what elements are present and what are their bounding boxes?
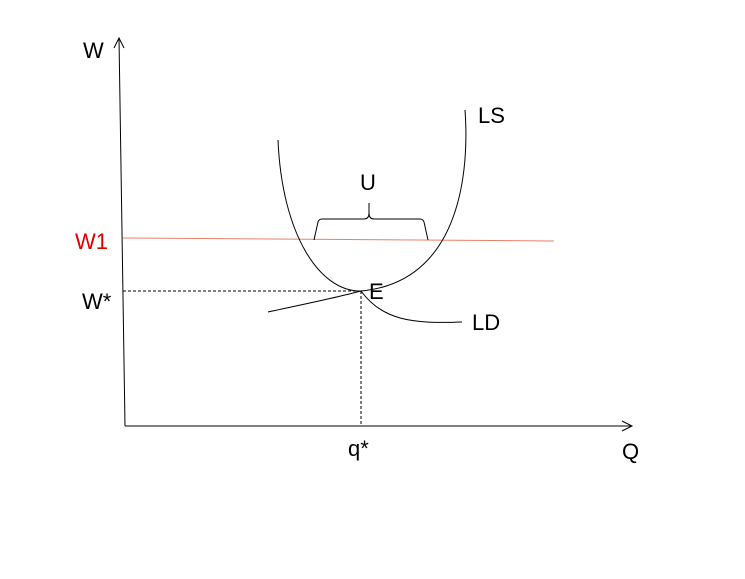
labor-demand-curve xyxy=(267,290,463,323)
x-axis-arrowhead xyxy=(621,420,634,432)
equilibrium-label: E xyxy=(369,279,384,304)
supply-curve-label: LS xyxy=(478,103,505,128)
wage-floor-label: W1 xyxy=(75,229,108,254)
y-axis-arrowhead xyxy=(113,36,125,49)
demand-curve-label: LD xyxy=(472,310,500,335)
equilibrium-wage-label: W* xyxy=(82,289,112,314)
x-axis-label: Q xyxy=(622,439,639,464)
axes xyxy=(113,36,634,432)
y-axis-label: W xyxy=(83,38,104,63)
equilibrium-guides xyxy=(123,290,362,426)
wage-floor-line xyxy=(122,237,555,242)
labor-supply-curve xyxy=(277,109,467,292)
unemployment-label: U xyxy=(360,170,376,195)
unemployment-brace xyxy=(313,203,429,241)
y-axis xyxy=(118,37,126,427)
equilibrium-quantity-label: q* xyxy=(348,436,369,461)
